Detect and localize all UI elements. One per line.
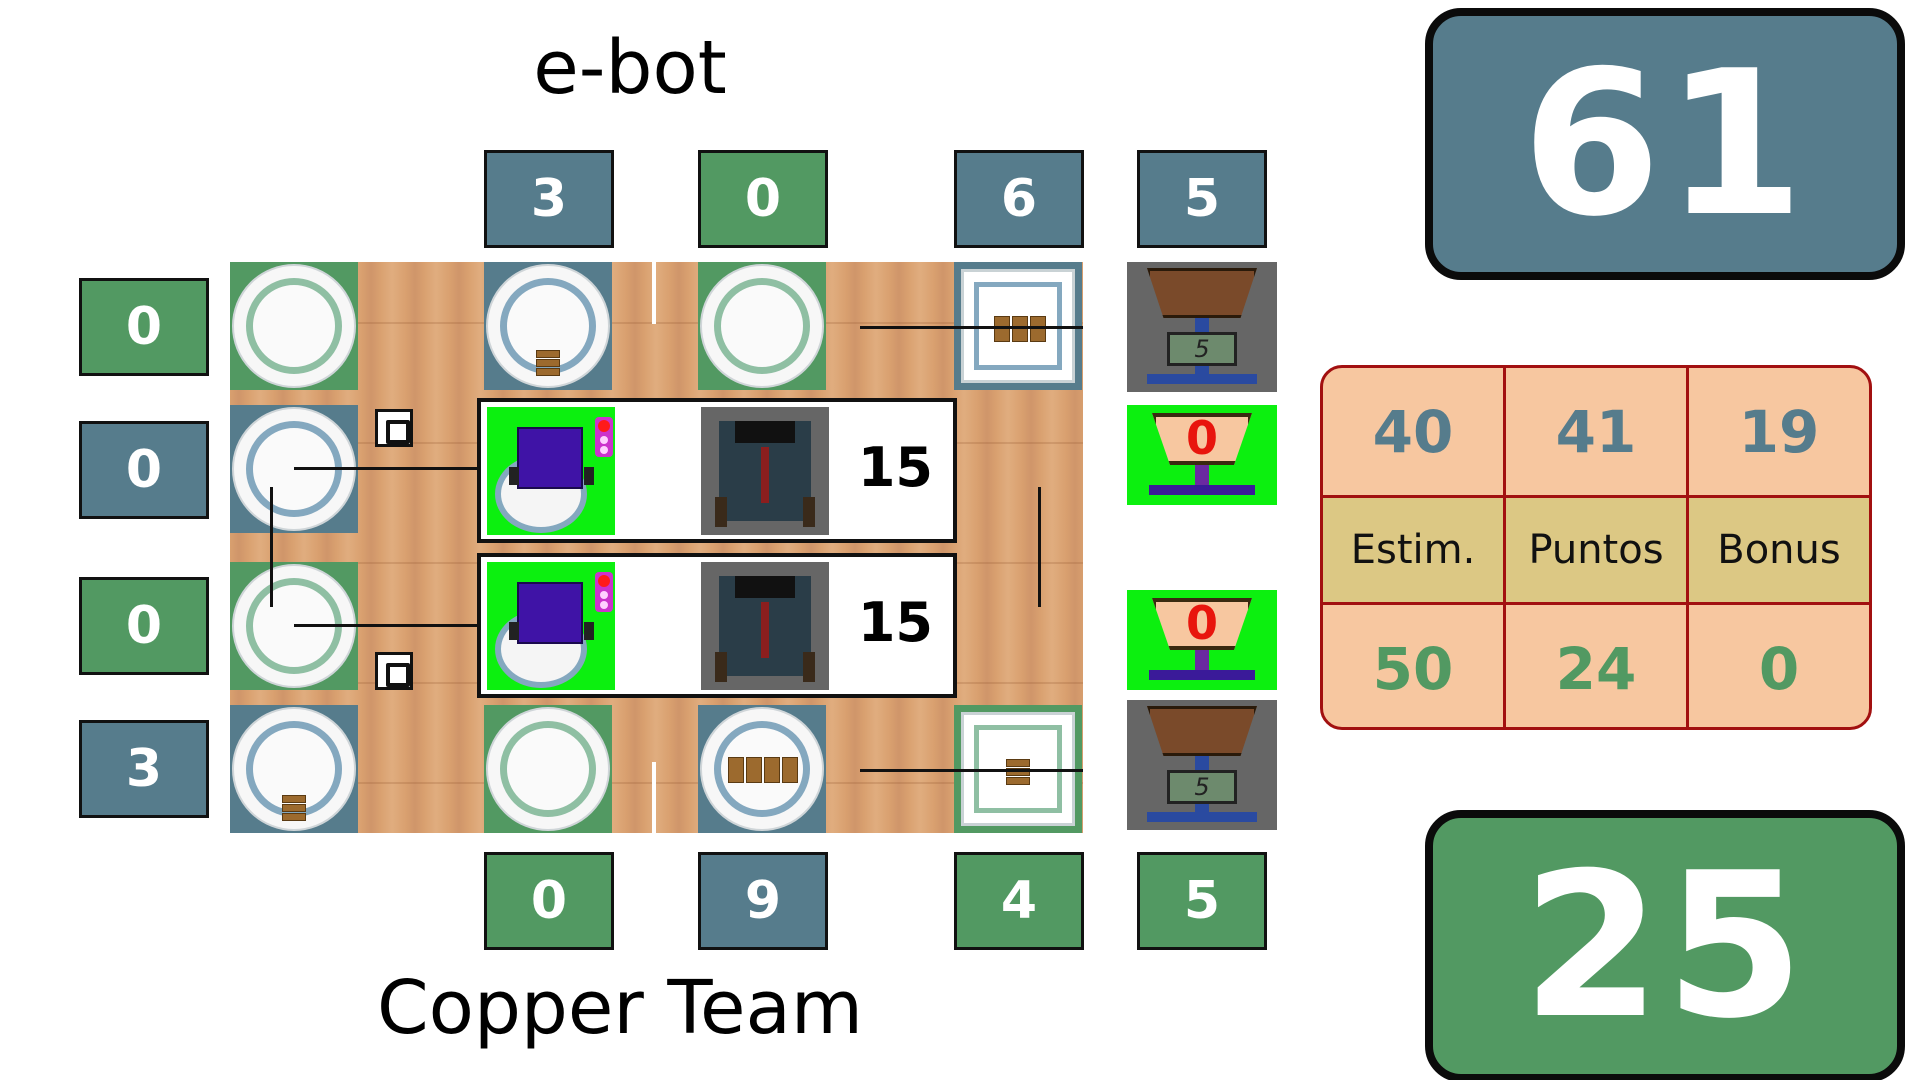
connector-line [294, 624, 484, 627]
row-score: 0 [79, 421, 209, 519]
top-column-score: 5 [1137, 150, 1267, 248]
opponent-robot-icon [715, 421, 815, 527]
plate [700, 264, 824, 388]
bottom-column-score: 5 [1137, 852, 1267, 950]
divider [652, 262, 656, 324]
board-tile [698, 705, 826, 833]
robot-value: 15 [857, 591, 933, 654]
aruco-marker [375, 652, 413, 690]
stats-bottom-value: 50 [1323, 605, 1506, 727]
plate [232, 707, 356, 831]
row-score: 0 [79, 278, 209, 376]
basket-icon [1147, 706, 1257, 756]
stats-top-value: 40 [1323, 368, 1506, 495]
stats-table: 40 41 19 Estim. Puntos Bonus 50 24 0 [1320, 365, 1872, 730]
board-tile [484, 705, 612, 833]
connector-line [270, 487, 273, 607]
robot-icon [517, 427, 583, 489]
status-light-icon [595, 572, 613, 612]
bin-value: 0 [1185, 411, 1218, 465]
basket-icon [1147, 268, 1257, 318]
connector-line [860, 769, 1083, 772]
bottom-team-name: Copper Team [377, 965, 863, 1051]
plate [700, 707, 824, 831]
scale-display: 5 [1167, 332, 1237, 366]
bin-tile: 0 [1127, 405, 1277, 505]
robot-value: 15 [857, 436, 933, 499]
opponent-robot-zone [701, 562, 829, 690]
scale-tile: 5 [1127, 700, 1277, 830]
top-team-name: e-bot [533, 25, 727, 111]
opponent-robot-zone [701, 407, 829, 535]
status-light-icon [595, 417, 613, 457]
row-score: 0 [79, 577, 209, 675]
bottom-column-score: 9 [698, 852, 828, 950]
board-tile [230, 705, 358, 833]
connector-line [860, 326, 1083, 329]
board-tile [484, 262, 612, 390]
scale-display: 5 [1167, 770, 1237, 804]
stats-top-row: 40 41 19 [1323, 368, 1869, 498]
bottom-column-score: 0 [484, 852, 614, 950]
bin-tile: 0 [1127, 590, 1277, 690]
stats-header: Puntos [1506, 498, 1689, 602]
stats-bottom-row: 50 24 0 [1323, 605, 1869, 727]
top-column-score: 0 [698, 150, 828, 248]
game-board [230, 262, 1083, 833]
stats-bottom-value: 24 [1506, 605, 1689, 727]
bin-icon [1152, 413, 1252, 465]
robot-icon [517, 582, 583, 644]
robot-zone [487, 407, 615, 535]
bin-value: 0 [1185, 596, 1218, 650]
bottom-column-score: 4 [954, 852, 1084, 950]
board-tile [230, 405, 358, 533]
stats-bottom-value: 0 [1758, 635, 1800, 703]
plate [486, 264, 610, 388]
robot-panel: 15 [477, 553, 957, 698]
plate [486, 707, 610, 831]
plate [232, 264, 356, 388]
robot-panel: 15 [477, 398, 957, 543]
connector-line [294, 467, 484, 470]
board-tile [230, 262, 358, 390]
divider [652, 762, 656, 833]
connector-line [1038, 487, 1041, 607]
bottom-team-total-score: 25 [1425, 810, 1905, 1080]
scale-tile: 5 [1127, 262, 1277, 392]
stats-header-row: Estim. Puntos Bonus [1323, 498, 1869, 605]
stats-top-value: 19 [1738, 397, 1820, 466]
aruco-marker [375, 409, 413, 447]
opponent-robot-icon [715, 576, 815, 682]
top-team-total-score: 61 [1425, 8, 1905, 280]
row-score: 3 [79, 720, 209, 818]
top-column-score: 3 [484, 150, 614, 248]
stats-header: Estim. [1323, 498, 1506, 602]
robot-zone [487, 562, 615, 690]
stats-header: Bonus [1717, 527, 1841, 573]
top-column-score: 6 [954, 150, 1084, 248]
stats-top-value: 41 [1506, 368, 1689, 495]
board-tile [698, 262, 826, 390]
